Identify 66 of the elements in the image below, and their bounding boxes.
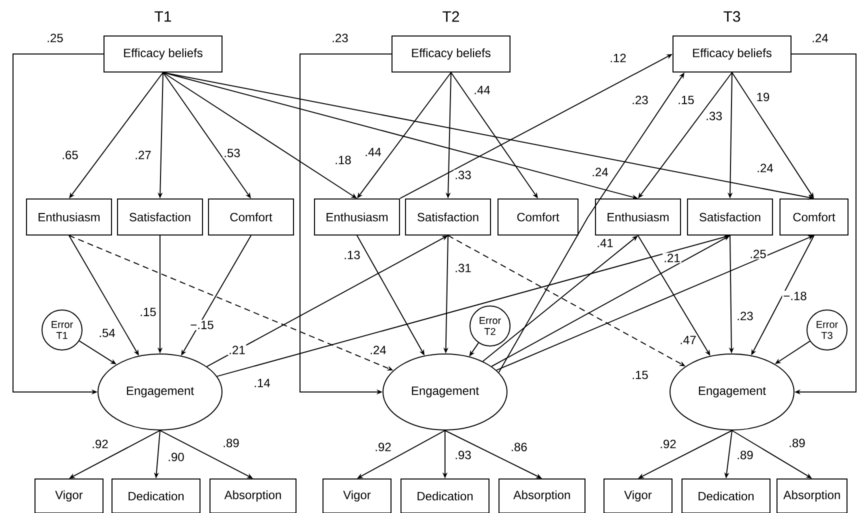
- coefficient-label: .13: [342, 250, 362, 260]
- coefficient-label: .89: [736, 450, 754, 460]
- coefficient-label: .53: [222, 148, 242, 158]
- coefficient-label: −.18: [782, 290, 808, 302]
- variable-box: Vigor: [34, 478, 104, 513]
- coefficient-label: .21: [662, 252, 682, 264]
- variable-box: Efficacy beliefs: [392, 36, 510, 72]
- variable-box: Absorption: [776, 478, 848, 513]
- coefficient-label: .23: [736, 310, 754, 322]
- coefficient-label: .15: [630, 370, 650, 380]
- coefficient-label: .89: [222, 438, 240, 448]
- variable-box: Enthusiasm: [26, 198, 112, 236]
- coefficient-label: .89: [788, 438, 806, 448]
- variable-box: Vigor: [322, 478, 392, 513]
- coefficient-label: .18: [334, 154, 352, 166]
- variable-box: Dedication: [112, 478, 200, 513]
- coefficient-label: .65: [60, 150, 80, 160]
- coefficient-label: 19: [755, 92, 771, 102]
- path-arrow: [791, 54, 856, 395]
- coefficient-label: .23: [630, 94, 650, 106]
- variable-box: Satisfaction: [405, 198, 491, 236]
- wave-heading: T1: [154, 11, 172, 22]
- variable-box: Satisfaction: [687, 198, 773, 236]
- variable-box: Comfort: [780, 198, 848, 236]
- coefficient-label: .15: [676, 94, 696, 106]
- variable-box: Satisfaction: [117, 198, 203, 236]
- coefficient-label: .24: [368, 344, 388, 356]
- coefficient-label: .33: [704, 110, 724, 122]
- coefficient-label: −.15: [189, 320, 215, 330]
- coefficient-label: .86: [510, 442, 528, 452]
- variable-box: Dedication: [400, 478, 490, 513]
- coefficient-label: .92: [374, 442, 392, 452]
- coefficient-label: .21: [228, 344, 246, 356]
- coefficient-label: .31: [454, 262, 472, 274]
- variable-box: Dedication: [682, 478, 770, 513]
- coefficient-label: .25: [748, 248, 768, 260]
- coefficient-label: .24: [756, 162, 774, 174]
- coefficient-label: .44: [364, 146, 382, 158]
- coefficient-label: .54: [98, 328, 116, 338]
- variable-box: Absorption: [498, 478, 586, 513]
- coefficient-label: .92: [658, 438, 678, 450]
- coefficient-label: .33: [454, 170, 472, 180]
- coefficient-label: .47: [678, 334, 698, 346]
- coefficient-label: .24: [810, 32, 830, 44]
- coefficient-label: .15: [138, 306, 158, 318]
- coefficient-label: .41: [596, 238, 614, 248]
- variable-box: Vigor: [604, 478, 672, 513]
- coefficient-label: .27: [134, 150, 152, 160]
- coefficient-label: .23: [330, 32, 350, 44]
- variable-box: Efficacy beliefs: [104, 36, 222, 72]
- variable-box: Comfort: [498, 198, 578, 236]
- wave-heading: T2: [442, 11, 459, 22]
- variable-box: Absorption: [210, 478, 296, 513]
- coefficient-label: .24: [590, 166, 610, 178]
- coefficient-label: .92: [90, 438, 110, 450]
- variable-box: Enthusiasm: [314, 198, 400, 236]
- coefficient-label: .25: [46, 32, 64, 44]
- wave-heading: T3: [724, 11, 740, 22]
- variable-box: Comfort: [208, 198, 294, 236]
- variable-box: Efficacy beliefs: [672, 36, 792, 72]
- variable-box: Enthusiasm: [595, 198, 681, 236]
- coefficient-label: .12: [608, 52, 628, 64]
- coefficient-label: .14: [252, 378, 272, 388]
- coefficient-label: .90: [166, 452, 186, 462]
- coefficient-label: .93: [454, 450, 472, 460]
- coefficient-label: .44: [472, 84, 492, 96]
